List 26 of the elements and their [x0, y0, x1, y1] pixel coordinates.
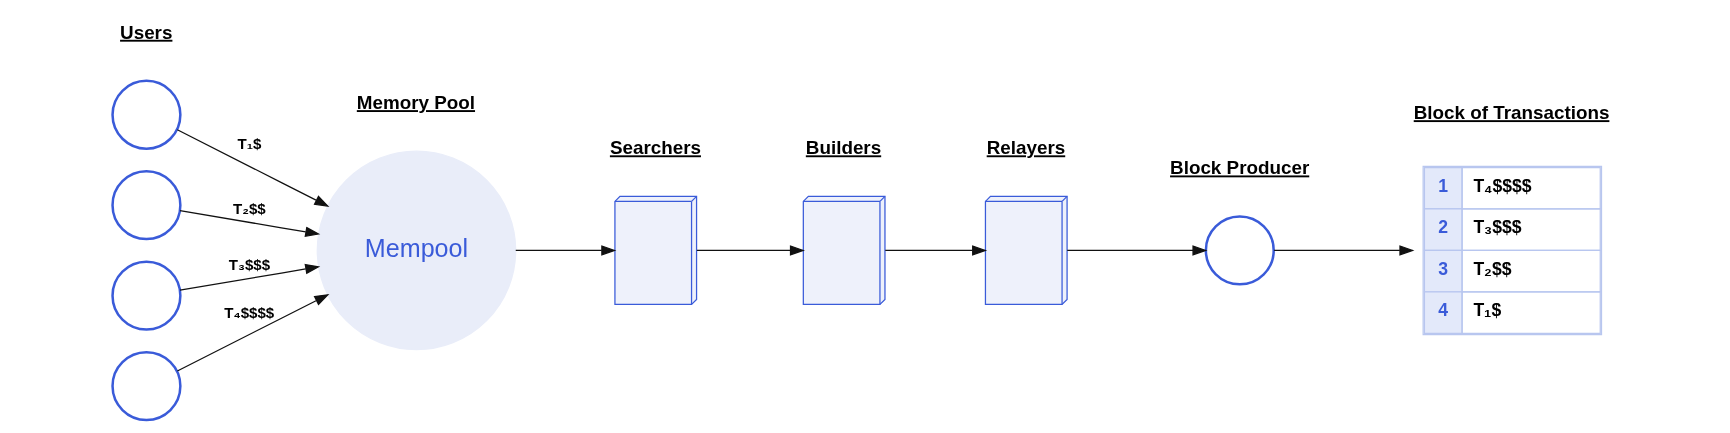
- label: Searchers: [609, 137, 701, 159]
- edge-label: T₄$$$$: [223, 303, 274, 321]
- label: Block Producer: [1169, 157, 1309, 179]
- node-person: [110, 260, 182, 331]
- node-person: [1204, 215, 1275, 286]
- arrow: [178, 210, 320, 238]
- arrow: [1066, 245, 1207, 256]
- arrow: [178, 263, 320, 291]
- arrow: [1273, 245, 1414, 256]
- node-person: [110, 79, 182, 150]
- arrow: [884, 245, 987, 256]
- label: Memory Pool: [356, 92, 475, 114]
- edge-label: T₂$$: [232, 199, 266, 217]
- edge-label: T₁$: [237, 135, 261, 153]
- arrow: [176, 293, 329, 372]
- label: Block of Transactions: [1413, 102, 1609, 124]
- arrow: [514, 245, 616, 256]
- arrow: [176, 129, 329, 207]
- node-person: [110, 350, 182, 422]
- edge-label: T₃$$$: [228, 256, 270, 274]
- node-circle: Mempool: [316, 150, 516, 351]
- arrow: [695, 245, 805, 256]
- label: Relayers: [986, 137, 1065, 159]
- node-person: [110, 170, 182, 241]
- label: Builders: [805, 137, 881, 159]
- label: Users: [119, 21, 172, 43]
